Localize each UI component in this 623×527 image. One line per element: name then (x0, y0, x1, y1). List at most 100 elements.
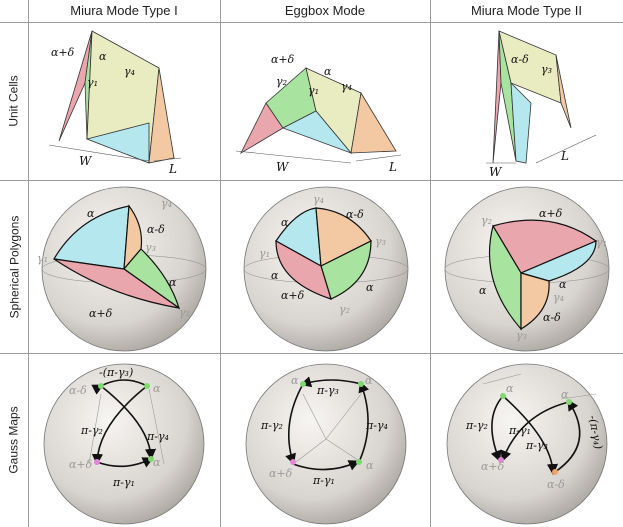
label-alpha: α (153, 456, 161, 469)
label-alpha-plus-delta: α+δ (69, 458, 93, 471)
unit-cell-miura-type-2: α-δ γ₃ W L (431, 23, 623, 180)
unit-cell-miura-type-1: α+δ α γ₁ γ₄ W L (29, 23, 220, 180)
label-alpha: α (559, 278, 567, 291)
label-pi-minus-gamma3: π-γ₃ (525, 439, 548, 452)
label-alpha-minus-delta: α-δ (346, 208, 364, 221)
label-gamma3: γ₃ (541, 63, 552, 76)
face-red (53, 258, 180, 309)
face-red (275, 239, 332, 300)
grid-divider (220, 0, 221, 527)
label-pi-minus-gamma4: π-γ₄ (365, 419, 388, 432)
arc-pi-gamma3 (91, 379, 148, 395)
label-alpha: α (366, 459, 374, 472)
label-alpha: α (324, 65, 332, 78)
label-alpha-minus-delta: α-δ (511, 53, 529, 66)
label-W: W (276, 160, 290, 174)
label-pi-minus-gamma1: π-γ₁ (112, 476, 135, 489)
label-pi-minus-gamma1: π-γ₁ (508, 424, 531, 437)
face-orange (520, 272, 550, 331)
label-alpha: α (153, 382, 161, 395)
label-alpha-minus-delta: α-δ (147, 223, 165, 236)
label-L: L (168, 162, 177, 176)
label-W: W (79, 154, 93, 168)
grid-divider (430, 0, 431, 527)
arc-pi-gamma4 (358, 381, 370, 463)
gauss-map-eggbox: α π-γ₃ α π-γ₂ π-γ₄ α+δ α π-γ₁ (221, 354, 430, 527)
label-pi-minus-gamma2: π-γ₂ (465, 419, 488, 432)
arc-pi-gamma3 (299, 376, 362, 388)
label-L: L (560, 149, 569, 163)
label-gamma2: γ₂ (179, 306, 190, 319)
face-cyan (85, 122, 150, 164)
label-pi-minus-gamma3: π-γ₃ (316, 384, 339, 397)
label-pi-minus-gamma4: π-γ₄ (146, 430, 169, 443)
label-alpha: α (291, 374, 299, 387)
label-alpha-plus-delta: α+δ (481, 460, 505, 473)
label-alpha: α (271, 269, 279, 282)
face-cyan (510, 81, 532, 164)
label-gamma1: γ₁ (308, 84, 319, 97)
label-alpha-plus-delta: α+δ (269, 467, 293, 480)
arc-pi-gamma1 (96, 457, 154, 468)
row-label-spherical-polygons: Spherical Polygons (7, 215, 22, 318)
face-cyan (282, 110, 353, 154)
label-pi-minus-gamma1: π-γ₁ (312, 474, 335, 487)
label-gamma1: γ₁ (87, 76, 98, 89)
row-label-unit-cells: Unit Cells (7, 75, 22, 127)
label-alpha-plus-delta: α+δ (89, 307, 113, 320)
unit-cell-eggbox: α+δ γ₂ α γ₁ γ₄ W L (221, 23, 430, 180)
label-alpha: α (506, 382, 514, 395)
spherical-polygon-miura-type-1: α γ₄ α-δ γ₃ γ₁ α α+δ γ₂ (29, 181, 220, 353)
label-alpha-plus-delta: α+δ (271, 53, 295, 66)
label-alpha-minus-delta: α-δ (543, 311, 561, 324)
label-gamma1: γ₁ (596, 236, 607, 249)
label-alpha: α (561, 388, 569, 401)
arc-pi-gamma3 (502, 395, 559, 476)
grid-divider (0, 353, 623, 354)
row-label-gauss-maps: Gauss Maps (7, 406, 22, 474)
grid-divider (0, 22, 623, 23)
label-neg-pi-minus-gamma4: -(π-γ₄) (586, 414, 605, 450)
label-alpha: α (479, 284, 487, 297)
arc-pi-gamma2 (285, 383, 304, 466)
label-W: W (489, 165, 503, 179)
arc-neg-pi-gamma4 (554, 399, 581, 473)
label-gamma4: γ₄ (341, 80, 352, 93)
label-pi-minus-gamma2: π-γ₂ (260, 419, 283, 432)
label-neg-pi-minus-gamma3: -(π-γ₃) (99, 366, 133, 379)
grid-divider (0, 180, 623, 181)
label-gamma1: γ₁ (37, 252, 48, 265)
arc-pi-gamma4 (100, 385, 157, 461)
label-gamma2: γ₂ (481, 214, 492, 227)
label-alpha-minus-delta: α-δ (547, 478, 565, 491)
label-alpha: α (169, 276, 177, 289)
label-gamma3: γ₃ (516, 329, 527, 342)
gauss-map-miura-type-2: α α π-γ₂ π-γ₁ π-γ₃ -(π-γ₄) α+δ α-δ (431, 354, 623, 527)
face-orange (350, 91, 397, 154)
grid-divider (28, 0, 29, 527)
arc-pi-gamma2 (490, 395, 504, 462)
label-alpha: α (365, 374, 373, 387)
label-alpha: α (87, 207, 95, 220)
label-gamma1: γ₁ (259, 247, 270, 260)
gauss-map-miura-type-1: -(π-γ₃) α-δ α π-γ₂ π-γ₄ α+δ α π-γ₁ (29, 354, 220, 527)
spherical-polygon-eggbox: γ₄ α α-δ γ₃ γ₁ α α α+δ γ₂ (221, 181, 430, 353)
label-gamma4: γ₄ (313, 193, 324, 206)
label-alpha: α (366, 281, 374, 294)
arc-pi-gamma1 (292, 460, 360, 471)
label-alpha-minus-delta: α-δ (69, 384, 87, 397)
label-alpha-plus-delta: α+δ (281, 289, 305, 302)
label-L: L (388, 160, 397, 174)
label-gamma3: γ₃ (145, 241, 156, 254)
arc-pi-gamma2 (91, 385, 148, 466)
face-orange (555, 54, 572, 129)
label-gamma2: γ₂ (276, 75, 287, 88)
face-orange (148, 67, 175, 164)
sphere (43, 363, 205, 525)
label-gamma4: γ₄ (124, 65, 135, 78)
label-alpha-plus-delta: α+δ (539, 207, 563, 220)
label-pi-minus-gamma2: π-γ₂ (80, 424, 103, 437)
column-header-miura-type-2: Miura Mode Type II (470, 3, 583, 18)
spherical-polygon-miura-type-2: α+δ γ₂ γ₁ α α γ₄ α-δ γ₃ (431, 181, 623, 353)
